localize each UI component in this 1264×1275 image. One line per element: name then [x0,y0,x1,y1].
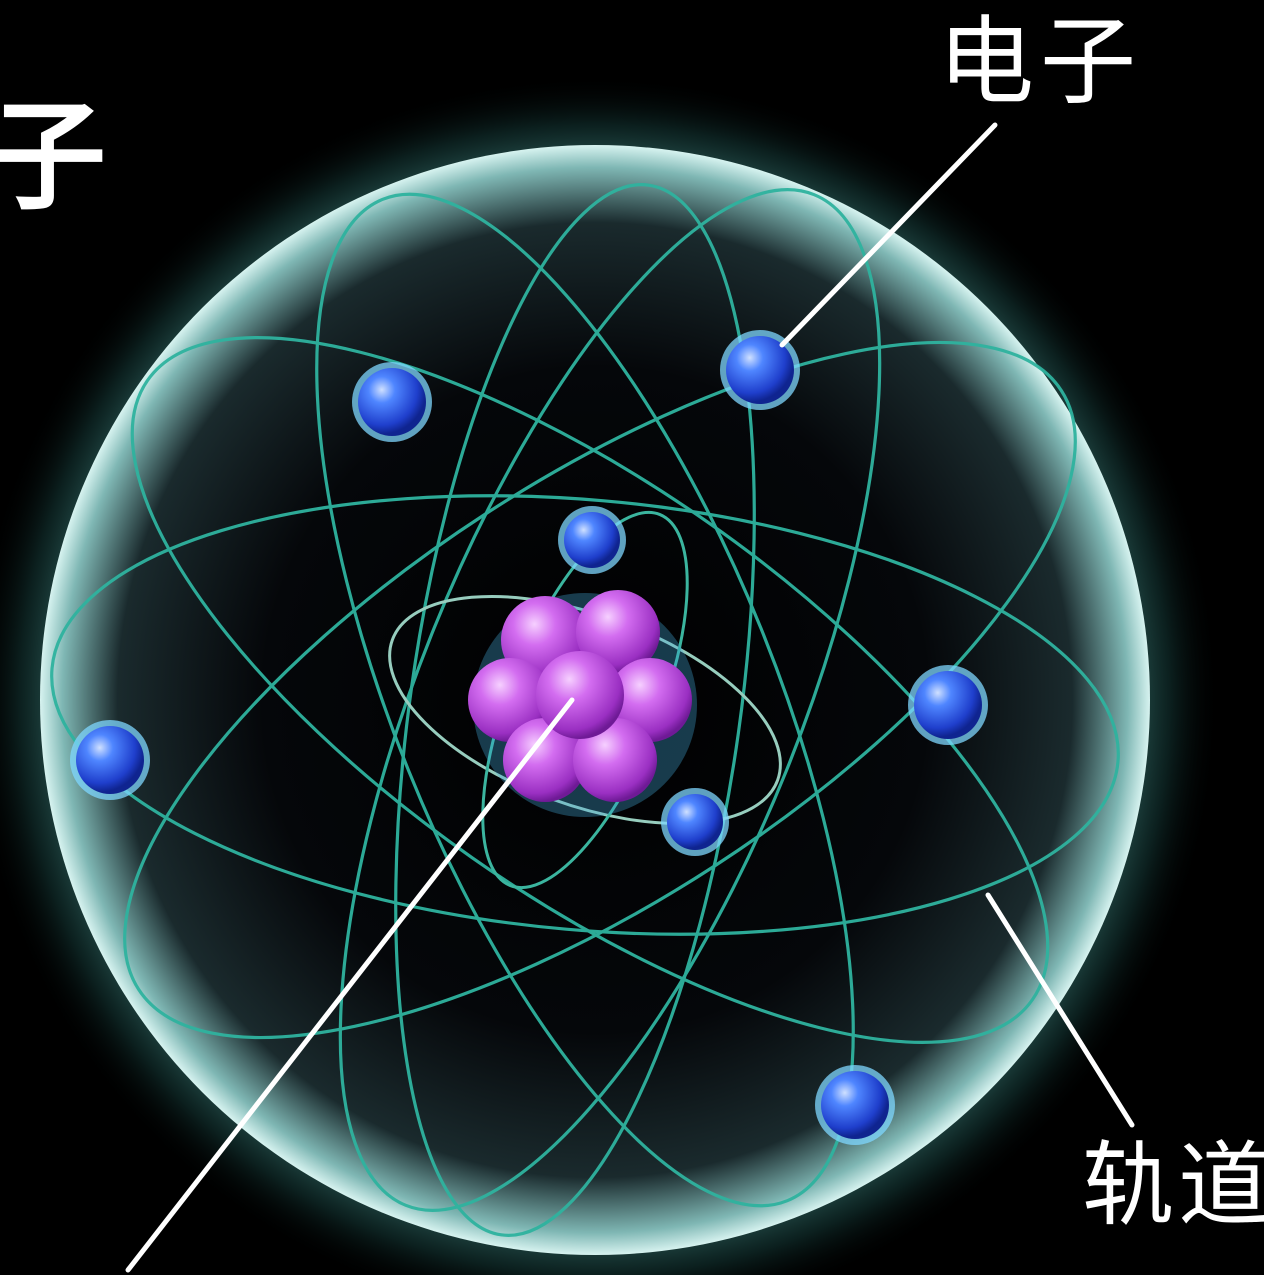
partial-title-label: 子 [0,98,106,216]
electron-icon [70,720,150,800]
orbit-label: 轨道 [1082,1140,1264,1232]
electron-icon [352,362,432,442]
electron-icon [661,788,729,856]
electron-icon [908,665,988,745]
electron-icon [815,1065,895,1145]
electron-icon [558,506,626,574]
electron-label: 电子 [938,14,1142,110]
